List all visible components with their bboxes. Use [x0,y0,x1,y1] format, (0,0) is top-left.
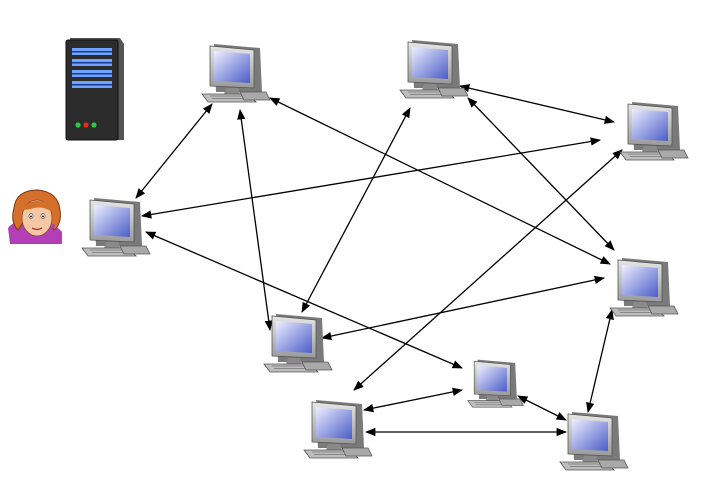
link-arrow-right-middle-to-bottom-right [586,308,614,414]
computer-icon [263,313,333,373]
link-arrow-top-left-to-left [135,103,213,199]
link-arrow-right-middle-to-center [320,275,606,341]
computer-icon [559,411,629,471]
link-arrow-top-left-to-right-middle [269,97,611,265]
user-face-icon [8,189,62,244]
computer-icon [201,43,271,103]
link-arrow-small-center-to-bottom-left [362,387,464,413]
computer-icon [619,101,689,161]
computer-icon [609,257,679,317]
link-arrow-top-center-to-right-middle [467,97,615,251]
link-arrow-top-left-to-center [237,108,273,332]
link-arrow-right-upper-to-left [140,137,602,219]
link-arrow-left-to-small-center [145,231,463,369]
server-icon [65,38,124,141]
links-layer [135,84,623,437]
computer-icon [399,39,469,99]
link-arrow-right-upper-to-bottom-left [353,149,623,391]
link-arrow-top-center-to-right-upper [458,84,616,124]
computer-icon [467,359,524,408]
link-arrow-top-center-to-center [301,107,411,313]
link-arrow-small-center-to-bottom-right [517,395,567,421]
computer-icon [81,197,151,257]
computer-icon [303,399,373,459]
